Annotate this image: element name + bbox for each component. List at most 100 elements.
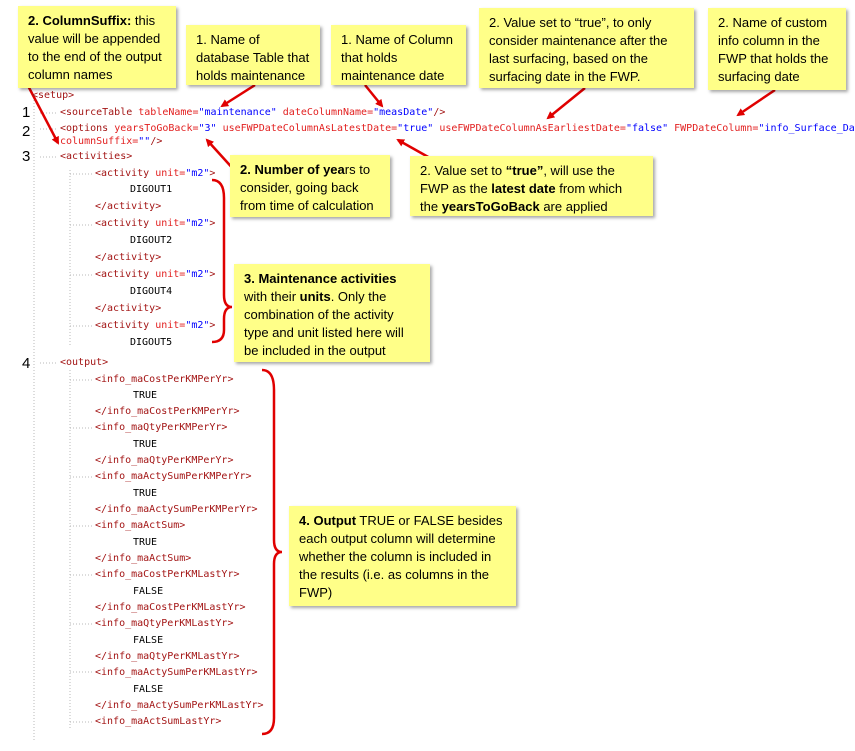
setup-open-tag: <setup> bbox=[32, 90, 75, 101]
activity-open-2: <activity unit="m2"> bbox=[95, 218, 215, 230]
output-open-6: <info_maQtyPerKMLastYr> bbox=[95, 618, 234, 629]
note-years-text: rs to consider, going back from time of … bbox=[240, 162, 374, 213]
note-latest-bold-3: yearsToGoBack bbox=[441, 199, 540, 214]
note-column-name: 1. Name of Column that holds maintenance… bbox=[331, 25, 466, 85]
activity-close-3: </activity> bbox=[95, 303, 162, 314]
activity-open-3: <activity unit="m2"> bbox=[95, 269, 215, 281]
brace-output bbox=[261, 368, 283, 736]
source-table-tag: <sourceTable bbox=[60, 107, 133, 118]
arrow-column-suffix bbox=[23, 79, 60, 145]
arrow-latest-date bbox=[396, 138, 431, 160]
note-latest-bold-1: “true” bbox=[505, 163, 544, 178]
note-latest-text-3: from which the bbox=[420, 181, 623, 214]
output-value-4: TRUE bbox=[133, 537, 158, 548]
note-years-title: 2. Number of yea bbox=[240, 162, 345, 177]
arrow-custom-info bbox=[736, 88, 776, 117]
unit-attr: unit= bbox=[149, 320, 186, 331]
earliest-date-value: "false" bbox=[625, 123, 669, 134]
note-column-suffix: 2. ColumnSuffix: this value will be appe… bbox=[18, 6, 176, 88]
unit-value: "m2" bbox=[185, 168, 210, 179]
column-suffix-attr: columnSuffix= bbox=[60, 136, 139, 147]
options-line: <options yearsToGoBack="3" useFWPDateCol… bbox=[60, 123, 855, 135]
activity-close-1: </activity> bbox=[95, 201, 162, 212]
note-column-suffix-title: 2. ColumnSuffix: bbox=[28, 13, 132, 28]
note-column-suffix-text: this value will be appended to the end o… bbox=[28, 13, 162, 82]
output-open-8: <info_maActSumLastYr> bbox=[95, 716, 222, 727]
note-activities-text-1: with their bbox=[244, 289, 300, 304]
arrow-earliest-date bbox=[546, 87, 586, 120]
note-output: 4. Output TRUE or FALSE besides each out… bbox=[289, 506, 516, 606]
options-tag: <options bbox=[60, 123, 109, 134]
line-number-3: 3 bbox=[22, 148, 31, 165]
arrow-table-name bbox=[220, 83, 256, 108]
note-custom-info: 2. Name of custom info column in the FWP… bbox=[708, 8, 846, 90]
options-line-2: columnSuffix=""/> bbox=[60, 136, 162, 148]
unit-attr: unit= bbox=[149, 168, 186, 179]
activities-open-tag: <activities> bbox=[60, 151, 133, 162]
note-activities: 3. Maintenance activities with their uni… bbox=[234, 264, 430, 362]
output-open-4: <info_maActSum> bbox=[95, 520, 186, 531]
note-latest-bold-2: latest date bbox=[491, 181, 556, 196]
activity-text-3: DIGOUT4 bbox=[130, 286, 173, 297]
fwp-date-column-attr: FWPDateColumn= bbox=[668, 123, 759, 134]
output-value-6: FALSE bbox=[133, 635, 164, 646]
output-close-3: </info_maActySumPerKMPerYr> bbox=[95, 504, 258, 515]
note-output-title: 4. Output bbox=[299, 513, 357, 528]
output-value-7: FALSE bbox=[133, 684, 164, 695]
fwp-date-column-value: "info_Surface_Date" bbox=[758, 123, 855, 134]
note-latest-text-1: 2. Value set to bbox=[420, 163, 506, 178]
note-latest-text-2: , will use the FWP as the bbox=[420, 163, 615, 196]
output-open-2: <info_maQtyPerKMPerYr> bbox=[95, 422, 228, 433]
line-number-1: 1 bbox=[22, 104, 31, 121]
output-close-1: </info_maCostPerKMPerYr> bbox=[95, 406, 240, 417]
tag-bracket: > bbox=[209, 269, 216, 280]
output-open-5: <info_maCostPerKMLastYr> bbox=[95, 569, 240, 580]
options-close: /> bbox=[150, 136, 163, 147]
output-open-3: <info_maActySumPerKMPerYr> bbox=[95, 471, 252, 482]
note-earliest-date: 2. Value set to “true”, to only consider… bbox=[479, 8, 694, 88]
years-attr: yearsToGoBack= bbox=[108, 123, 199, 134]
activity-close-2: </activity> bbox=[95, 252, 162, 263]
arrow-column-name bbox=[364, 84, 384, 108]
latest-date-attr: useFWPDateColumnAsLatestDate= bbox=[216, 123, 398, 134]
note-activities-text-2: . Only the combination of the activity t… bbox=[244, 289, 404, 358]
output-value-2: TRUE bbox=[133, 439, 158, 450]
activity-tag: <activity bbox=[95, 168, 150, 179]
table-name-value: "maintenance" bbox=[198, 107, 277, 118]
output-open-7: <info_maActySumPerKMLastYr> bbox=[95, 667, 258, 678]
output-open-1: <info_maCostPerKMPerYr> bbox=[95, 374, 234, 385]
unit-value: "m2" bbox=[185, 218, 210, 229]
output-close-2: </info_maQtyPerKMPerYr> bbox=[95, 455, 234, 466]
latest-date-value: "true" bbox=[397, 123, 434, 134]
line-number-4: 4 bbox=[22, 355, 31, 372]
note-activities-title: 3. Maintenance activities bbox=[244, 271, 397, 286]
note-activities-bold: units bbox=[299, 289, 331, 304]
output-value-1: TRUE bbox=[133, 390, 158, 401]
output-close-6: </info_maQtyPerKMLastYr> bbox=[95, 651, 240, 662]
note-years-to-go-back: 2. Number of years to consider, going ba… bbox=[230, 155, 390, 217]
activity-open-4: <activity unit="m2"> bbox=[95, 320, 215, 332]
unit-attr: unit= bbox=[149, 218, 186, 229]
table-name-attr: tableName= bbox=[132, 107, 199, 118]
source-table-line: <sourceTable tableName="maintenance" dat… bbox=[60, 107, 445, 119]
source-table-close: /> bbox=[433, 107, 446, 118]
activity-tag: <activity bbox=[95, 218, 150, 229]
activity-tag: <activity bbox=[95, 320, 150, 331]
tag-bracket: > bbox=[209, 218, 216, 229]
activity-text-1: DIGOUT1 bbox=[130, 184, 173, 195]
years-value: "3" bbox=[198, 123, 217, 134]
date-column-attr: dateColumnName= bbox=[276, 107, 374, 118]
tag-bracket: > bbox=[209, 168, 216, 179]
unit-value: "m2" bbox=[185, 269, 210, 280]
output-close-4: </info_maActSum> bbox=[95, 553, 192, 564]
output-close-7: </info_maActySumPerKMLastYr> bbox=[95, 700, 264, 711]
column-suffix-value: "" bbox=[138, 136, 151, 147]
activity-tag: <activity bbox=[95, 269, 150, 280]
unit-value: "m2" bbox=[185, 320, 210, 331]
line-number-2: 2 bbox=[22, 123, 31, 140]
output-close-5: </info_maCostPerKMLastYr> bbox=[95, 602, 246, 613]
activity-text-4: DIGOUT5 bbox=[130, 337, 173, 348]
unit-attr: unit= bbox=[149, 269, 186, 280]
note-latest-date: 2. Value set to “true”, will use the FWP… bbox=[410, 156, 653, 216]
